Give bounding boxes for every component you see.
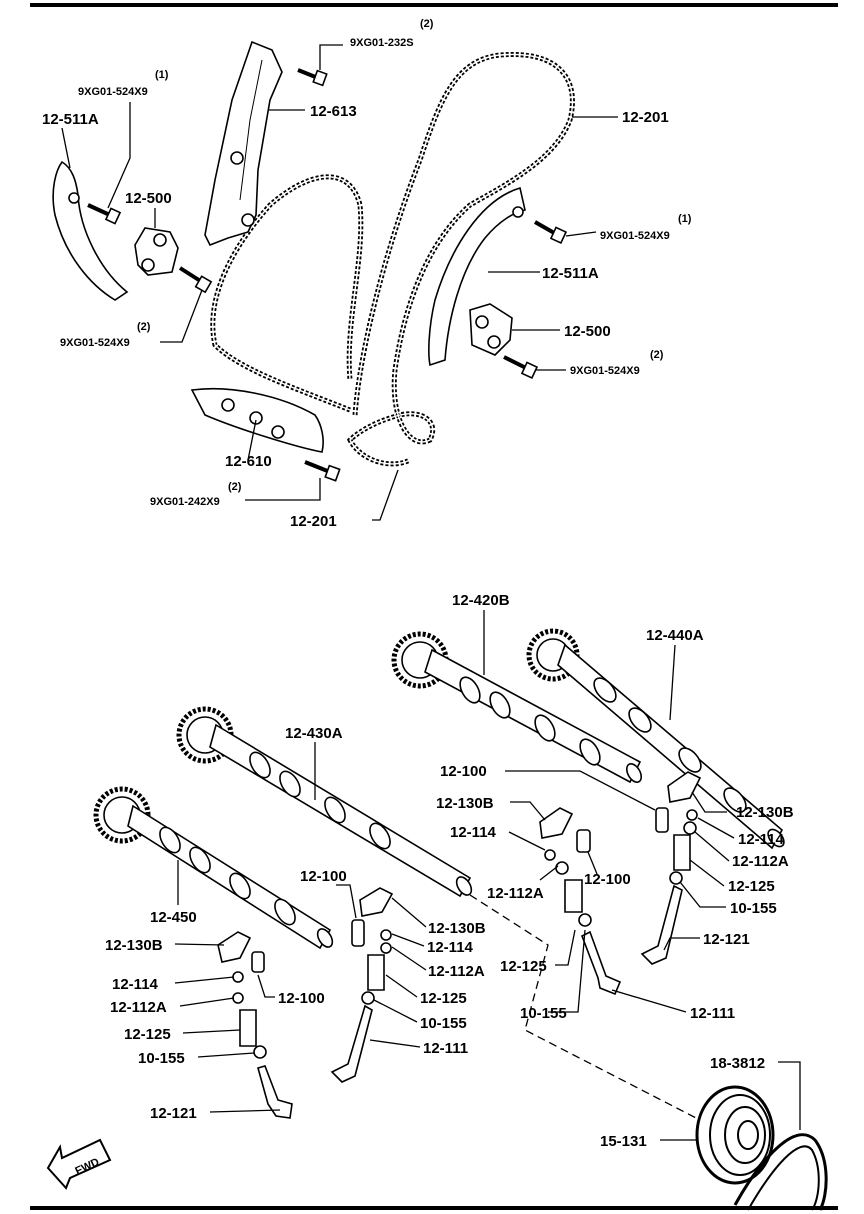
label-adjuster-100-b: 12-100: [584, 871, 631, 888]
label-tensioner-500-left: 12-500: [125, 190, 172, 207]
label-valve-121-a: 12-121: [703, 931, 750, 948]
bolt-right-upper: [534, 220, 568, 245]
label-spring-125-c: 12-125: [124, 1026, 171, 1043]
tensioner-left: [134, 227, 179, 276]
label-tensioner-500-right: 12-500: [564, 323, 611, 340]
label-rocker-130b-a: 12-130B: [436, 795, 494, 812]
label-valve-121-b: 12-121: [150, 1105, 197, 1122]
label-key-114-d: 12-114: [112, 976, 159, 993]
label-bolt-242-qty: (2): [228, 481, 242, 493]
label-seal-155-d: 10-155: [520, 1005, 567, 1022]
label-spring-125-d: 12-125: [500, 958, 547, 975]
label-guide-613: 12-613: [310, 103, 357, 120]
camshaft-450: [93, 786, 334, 950]
upper-leader-lines: [61, 44, 618, 521]
label-chain-201-top: 12-201: [622, 109, 669, 126]
label-guide-511a-right: 12-511A: [542, 265, 599, 282]
label-chain-201-bottom: 12-201: [290, 513, 337, 530]
label-belt-3812: 18-3812: [710, 1055, 765, 1072]
bolt-right-lower: [503, 355, 539, 380]
label-seat-112a-b: 12-112A: [732, 853, 789, 870]
label-seal-155-c: 10-155: [138, 1050, 185, 1067]
label-adjuster-100-a: 12-100: [440, 763, 487, 780]
camshaft-440a: [526, 628, 785, 850]
label-seal-155-b: 10-155: [420, 1015, 467, 1032]
chain-guide-right: [428, 186, 526, 367]
label-guide-511a-left: 12-511A: [42, 111, 99, 128]
label-pulley-131: 15-131: [600, 1133, 647, 1150]
valvetrain-left: [217, 931, 293, 1119]
drive-belt: [733, 1133, 828, 1211]
chain-guide-610: [190, 387, 324, 453]
label-cam-420b: 12-420B: [452, 592, 510, 609]
valvetrain-centre: [539, 807, 622, 996]
label-bolt-232s-part: 9XG01-232S: [350, 37, 414, 49]
timing-chain-loop: [210, 51, 575, 467]
bolt-242: [304, 460, 341, 482]
drive-belt-inner: [747, 1145, 820, 1211]
label-guide-610: 12-610: [225, 453, 272, 470]
label-seat-112a-c: 12-112A: [428, 963, 485, 980]
crank-pulley: [695, 1085, 775, 1185]
tensioner-right: [469, 303, 513, 356]
bolt-232s: [297, 68, 328, 87]
label-valve-111-a: 12-111: [423, 1040, 468, 1057]
label-bolt-524-mr-qty: (2): [650, 349, 664, 361]
guide-hole: [512, 206, 524, 218]
label-seat-112a-a: 12-112A: [487, 885, 544, 902]
label-rocker-130b-c: 12-130B: [428, 920, 486, 937]
label-key-114-b: 12-114: [738, 831, 785, 848]
label-adjuster-100-c: 12-100: [300, 868, 347, 885]
label-bolt-524-tr-part: 9XG01-524X9: [600, 230, 670, 242]
label-bolt-242-part: 9XG01-242X9: [150, 496, 220, 508]
label-bolt-524-ml-qty: (2): [137, 321, 151, 333]
label-seat-112a-d: 12-112A: [110, 999, 167, 1016]
camshaft-430a: [176, 706, 473, 898]
assembly-dashed-line: [469, 894, 701, 1121]
label-rocker-130b-d: 12-130B: [105, 937, 163, 954]
chain-guide-613: [204, 40, 283, 247]
valvetrain-right: [640, 771, 702, 965]
label-seal-155-a: 10-155: [730, 900, 777, 917]
label-bolt-524-tl-part: 9XG01-524X9: [78, 86, 148, 98]
label-bolt-524-ml-part: 9XG01-524X9: [60, 337, 130, 349]
label-bolt-232s-qty: (2): [420, 18, 434, 30]
label-spring-125-b: 12-125: [420, 990, 467, 1007]
label-cam-450: 12-450: [150, 909, 197, 926]
label-rocker-130b-b: 12-130B: [736, 804, 794, 821]
bolt-left-lower: [178, 266, 213, 294]
label-bolt-524-tr-qty: (1): [678, 213, 692, 225]
camshaft-420b: [391, 631, 643, 784]
label-bolt-524-tl-qty: (1): [155, 69, 169, 81]
label-cam-430a: 12-430A: [285, 725, 343, 742]
label-spring-125-a: 12-125: [728, 878, 775, 895]
valvetrain-middle: [330, 887, 394, 1083]
label-cam-440a: 12-440A: [646, 627, 704, 644]
lower-leader-lines: [174, 610, 801, 1141]
bolt-left-upper: [87, 203, 122, 225]
label-key-114-a: 12-114: [450, 824, 497, 841]
forward-arrow-icon: FWD: [46, 1138, 112, 1190]
label-bolt-524-mr-part: 9XG01-524X9: [570, 365, 640, 377]
label-valve-111-b: 12-111: [690, 1005, 735, 1022]
guide-hole: [68, 192, 80, 204]
chain-guide-left: [52, 160, 129, 301]
label-adjuster-100-d: 12-100: [278, 990, 325, 1007]
label-key-114-c: 12-114: [427, 939, 474, 956]
